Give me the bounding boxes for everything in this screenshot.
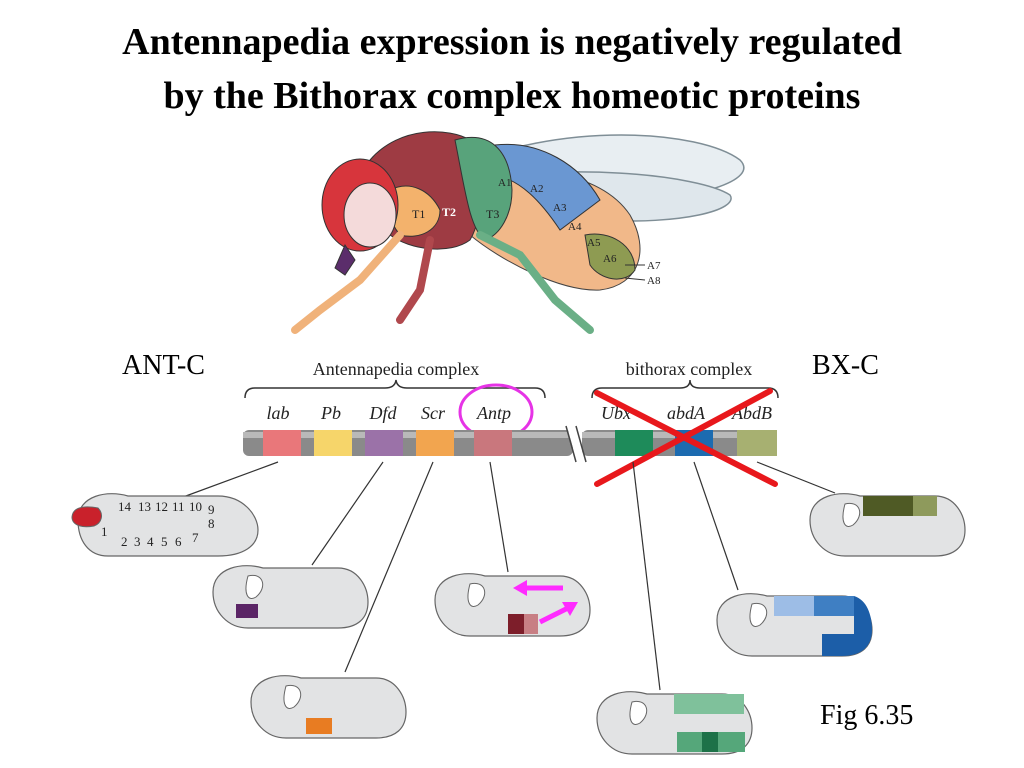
bithorax-cross-out	[594, 388, 778, 487]
ant-c-label: ANT-C	[122, 350, 205, 381]
gene-label-antp: Antp	[476, 403, 511, 423]
connector-lines	[174, 461, 836, 691]
gene-label-pb: Pb	[320, 403, 341, 423]
fly-segment-label: A2	[530, 183, 543, 195]
fly-segment-label: A5	[587, 237, 601, 249]
antp-arrows	[513, 580, 578, 625]
embryo-segment-number: 11	[172, 499, 185, 514]
bx-c-label: BX-C	[812, 350, 879, 381]
embryo-segment-number: 4	[147, 534, 154, 549]
antennapedia-complex-label: Antennapedia complex	[313, 359, 479, 379]
embryo-segment-number: 7	[192, 530, 199, 545]
embryo-segment-number: 12	[155, 499, 168, 514]
embryo-abdb	[809, 493, 966, 557]
fly-segment-label: T3	[486, 207, 499, 221]
gene-block-abdb	[737, 430, 777, 456]
fly-segment-label: T1	[412, 207, 425, 221]
embryo-segment-number: 1	[101, 524, 108, 539]
gene-block-pb	[314, 430, 352, 456]
gene-label-abda: abdA	[667, 403, 706, 423]
gene-block-dfd	[365, 430, 403, 456]
bithorax-complex-label: bithorax complex	[626, 359, 752, 379]
slide-title-line-2: by the Bithorax complex homeotic protein…	[163, 75, 861, 117]
fly-segment-label: A4	[568, 221, 582, 233]
embryo-segment-number: 3	[134, 534, 141, 549]
bithorax-brace	[591, 379, 779, 399]
gene-block-scr	[416, 430, 454, 456]
figure-reference: Fig 6.35	[820, 700, 914, 731]
fly-segment-label: A7	[647, 260, 661, 272]
gene-block-ubx	[615, 430, 653, 456]
embryo-dfd	[212, 565, 369, 629]
embryo-ubx	[596, 691, 753, 755]
fly-segment-label: A3	[553, 202, 567, 214]
fly-illustration: T1 T2 T3 A1 A2 A3 A4 A5 A6 A7 A8	[291, 131, 745, 334]
embryo-segment-number: 13	[138, 499, 151, 514]
embryo-segment-number: 8	[208, 516, 215, 531]
embryo-segment-number: 6	[175, 534, 182, 549]
gene-label-lab: lab	[266, 403, 289, 423]
fly-segment-label: A6	[603, 253, 617, 265]
embryo-segment-number: 9	[208, 502, 215, 517]
embryo-segment-number: 14	[118, 499, 132, 514]
embryo-segment-number: 5	[161, 534, 168, 549]
slide-title-line-1: Antennapedia expression is negatively re…	[122, 21, 902, 63]
fly-segment-label: A8	[647, 275, 661, 287]
gene-block-antp	[474, 430, 512, 456]
gene-label-dfd: Dfd	[369, 403, 398, 423]
embryo-scr	[250, 675, 407, 739]
embryo-segment-number: 2	[121, 534, 128, 549]
antennapedia-brace	[244, 379, 546, 399]
embryo-segment-number: 10	[189, 499, 202, 514]
gene-block-lab	[263, 430, 301, 456]
fly-segment-label: T2	[442, 205, 456, 219]
embryo-lab: 14 13 12 11 10 9 8 7 6 5 4 3 2 1	[71, 493, 259, 557]
gene-label-scr: Scr	[421, 403, 446, 423]
embryo-abda	[716, 593, 873, 657]
fly-segment-label: A1	[498, 177, 511, 189]
